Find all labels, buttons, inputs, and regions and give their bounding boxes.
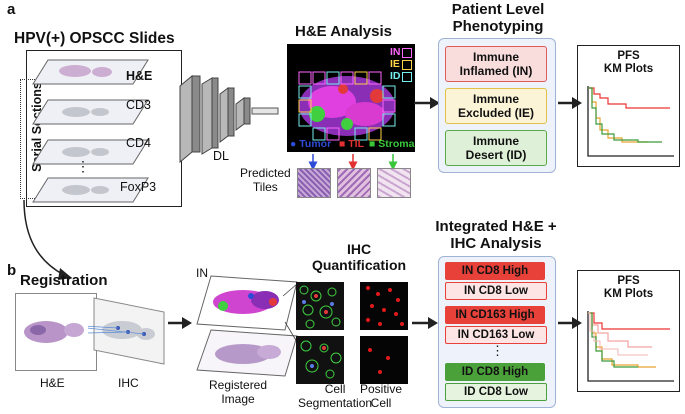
stain-cd4: CD4 — [126, 136, 152, 150]
arrow-to-phenotyping — [414, 97, 440, 109]
registered-image — [196, 275, 298, 377]
groups-ellipsis: ⋮ — [491, 343, 504, 358]
tile-stroma — [377, 168, 411, 198]
he-analysis-title: H&E Analysis — [295, 23, 392, 40]
group-in-cd8-low: IN CD8 Low — [445, 282, 547, 300]
group-in-cd8-high: IN CD8 High — [445, 262, 545, 280]
panel-b-letter: b — [7, 262, 17, 279]
legend-stroma: ■ Stroma — [369, 138, 415, 150]
integrated-panel: IN CD8 High IN CD8 Low IN CD163 High IN … — [438, 256, 556, 408]
legend-ie-box — [402, 60, 412, 70]
registration-ihc-label: IHC — [118, 376, 139, 390]
slides-ellipsis: ⋮ — [76, 158, 90, 174]
tile-tumor — [297, 168, 331, 198]
group-in-cd163-high: IN CD163 High — [445, 306, 545, 324]
he-analysis-image: IN IE ID ● Tumor ■ TIL ■ Stroma — [287, 44, 415, 152]
positive-cell-image-2 — [360, 336, 408, 384]
stain-foxp3: FoxP3 — [120, 180, 157, 194]
group-in-cd163-low: IN CD163 Low — [445, 326, 547, 344]
dl-label: DL — [213, 149, 229, 163]
legend-til: ■ TIL — [339, 138, 365, 150]
dl-network-icon — [179, 74, 279, 164]
registration-ihc-image — [88, 297, 165, 365]
registration-he-image — [15, 293, 97, 371]
panel-a-letter: a — [7, 1, 16, 18]
slides-title: HPV(+) OPSCC Slides — [14, 30, 175, 47]
legend-tumor: ● Tumor — [290, 138, 332, 150]
stain-he: H&E — [126, 69, 153, 83]
stain-cd3: CD3 — [126, 98, 152, 112]
registration-he-label: H&E — [40, 376, 65, 390]
arrow-to-integrated — [412, 317, 438, 329]
integrated-title: Integrated H&E +IHC Analysis — [435, 218, 557, 252]
tile-arrows — [308, 154, 398, 171]
serial-bracket — [20, 79, 35, 199]
group-id-cd8-high: ID CD8 High — [445, 363, 545, 381]
legend-in-box — [402, 48, 412, 58]
tile-til — [337, 168, 371, 198]
arrow-to-registered — [168, 317, 192, 329]
in-label: IN — [196, 266, 208, 280]
cell-segmentation-image-1 — [296, 282, 344, 330]
positive-cell-image-1 — [360, 282, 408, 330]
group-id-cd8-low: ID CD8 Low — [445, 383, 547, 401]
cell-segmentation-image-2 — [296, 336, 344, 384]
legend-ie: IE — [390, 58, 400, 70]
legend-in: IN — [390, 46, 401, 58]
slide-stack — [32, 59, 149, 203]
legend-id-box — [402, 72, 412, 82]
registration-title: Registration — [20, 272, 108, 289]
legend-id: ID — [390, 70, 401, 82]
arrow-to-registration — [23, 199, 72, 280]
